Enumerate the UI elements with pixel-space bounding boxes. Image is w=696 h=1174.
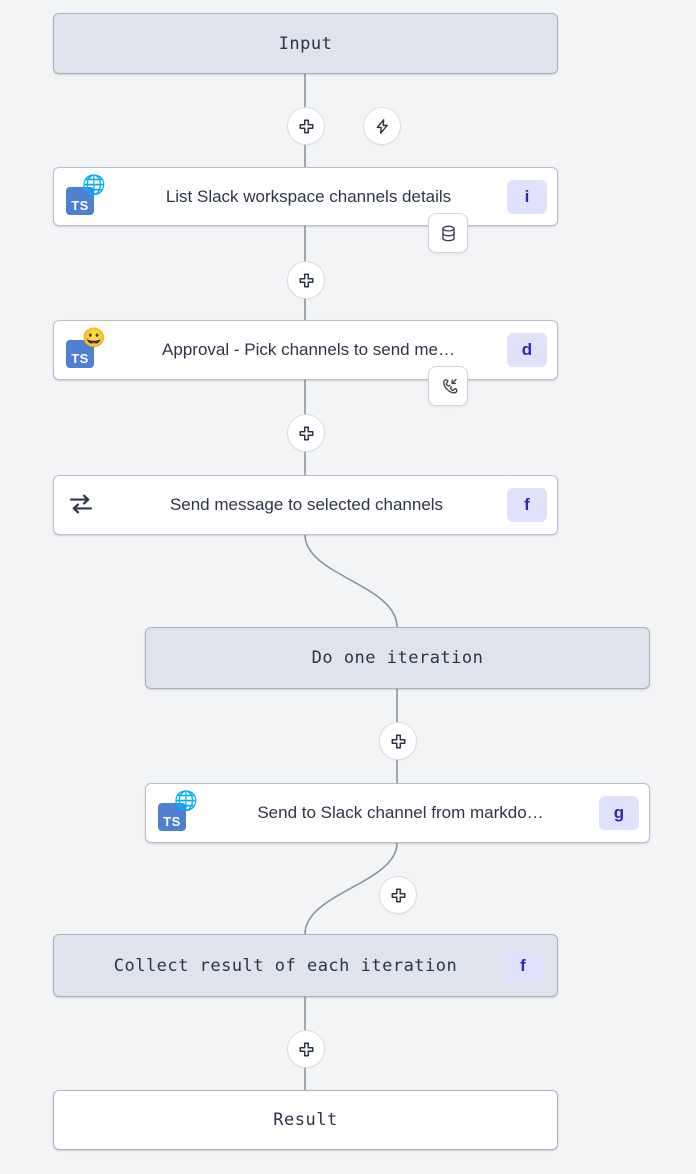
ts-badge-label: TS: [66, 186, 94, 215]
node-label: List Slack workspace channels details: [165, 186, 452, 206]
node-label: Send to Slack channel from markdo…: [257, 803, 544, 822]
ts-badge-label: TS: [158, 803, 186, 831]
ts-badge-label: TS: [66, 340, 94, 368]
phone-incoming-icon-button[interactable]: [428, 366, 468, 406]
node-badge: f: [507, 488, 547, 522]
plus-icon: [299, 1042, 313, 1056]
globe-emoji-icon: 🌐: [174, 791, 198, 812]
plus-icon: [391, 888, 405, 902]
typescript-icon: TS 😀: [64, 328, 106, 370]
node-input-label: Input: [278, 33, 333, 54]
node-input[interactable]: Input: [53, 13, 558, 74]
node-label: Send message to selected channels: [169, 495, 444, 514]
phone-incoming-icon: [442, 378, 457, 394]
node-badge: f: [503, 948, 543, 983]
node-label: Do one iteration: [311, 648, 484, 668]
add-step-button-4[interactable]: [379, 722, 417, 760]
node-send-to-slack-channel[interactable]: TS 🌐 Send to Slack channel from markdo… …: [145, 783, 650, 843]
node-do-one-iteration[interactable]: Do one iteration: [145, 627, 650, 689]
node-send-message-loop[interactable]: Send message to selected channels f: [53, 475, 558, 535]
loop-icon-wrapper: [64, 490, 102, 520]
node-approval[interactable]: TS 😀 Approval - Pick channels to send me…: [53, 320, 558, 380]
add-step-button-3[interactable]: [287, 414, 325, 452]
node-badge: d: [507, 333, 547, 367]
loop-icon: [69, 494, 93, 514]
plus-icon: [299, 119, 313, 133]
node-label: Collect result of each iteration: [113, 955, 458, 976]
add-step-button-6[interactable]: [287, 1030, 325, 1068]
trigger-button[interactable]: [363, 107, 401, 145]
add-step-button-5[interactable]: [379, 876, 417, 914]
node-result[interactable]: Result: [53, 1090, 558, 1150]
plus-icon: [299, 273, 313, 287]
plus-icon: [391, 734, 405, 748]
add-step-button-2[interactable]: [287, 261, 325, 299]
smiley-face-emoji-icon: 😀: [82, 328, 106, 349]
typescript-icon: TS 🌐: [156, 791, 198, 833]
plus-icon: [299, 426, 313, 440]
database-icon-button[interactable]: [428, 213, 468, 253]
database-icon: [441, 225, 455, 241]
node-label: Result: [273, 1110, 338, 1130]
node-label: Approval - Pick channels to send me…: [162, 340, 455, 359]
node-list-slack-channels[interactable]: TS 🌐 List Slack workspace channels detai…: [53, 167, 558, 226]
add-step-button-1[interactable]: [287, 107, 325, 145]
node-badge: i: [507, 179, 547, 214]
lightning-icon: [376, 118, 388, 134]
typescript-icon: TS 🌐: [64, 174, 106, 217]
node-badge: g: [599, 796, 639, 830]
globe-emoji-icon: 🌐: [82, 174, 106, 196]
node-collect-result[interactable]: Collect result of each iteration f: [53, 934, 558, 997]
